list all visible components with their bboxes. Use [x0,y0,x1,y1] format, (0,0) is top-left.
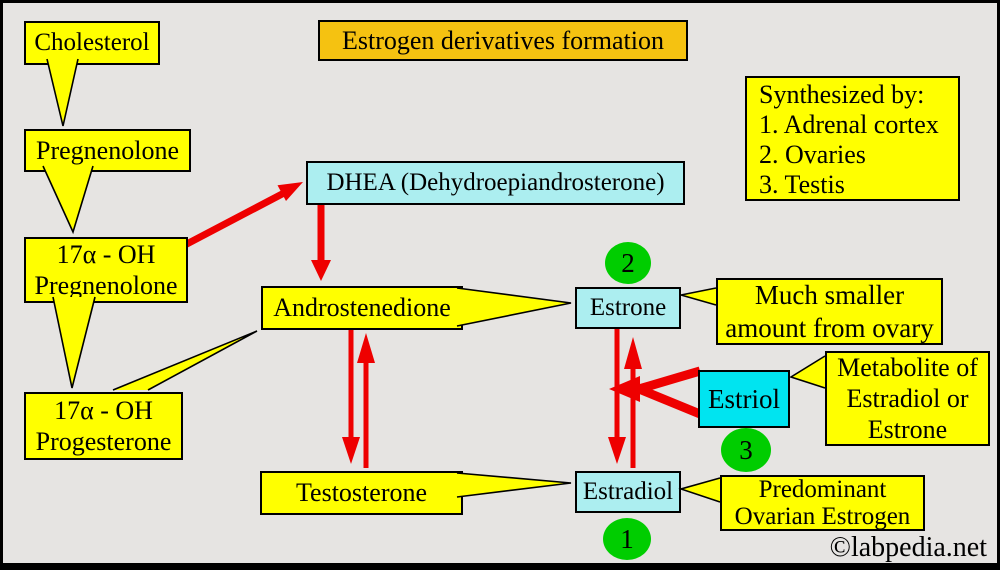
legend-item-testis: 3. Testis [759,170,845,199]
legend-item-ovaries: 2. Ovaries [759,140,866,169]
arrow-dhea-to-androstenedione [311,203,331,281]
wedge-androstenedione-to-estrone [456,287,572,327]
node-estriol: Estriol [698,370,790,428]
badge-estradiol-number: 1 [620,523,634,554]
badge-estradiol: 1 [603,518,651,560]
node-androstenedione: Androstenedione [261,286,463,330]
tail-pregnenolone-to-ohpregnenolone [42,165,94,235]
node-estradiol: Estradiol [575,471,681,513]
arrow-estrone-to-estradiol [608,327,626,464]
pointer-estradiol-note [678,477,721,503]
node-cholesterol: Cholesterol [24,21,160,65]
node-17a-oh-pregnenolone: 17α - OH Pregnenolone [24,237,188,303]
badge-estriol-number: 3 [739,434,753,465]
arrow-estriol-to-pathway [609,366,702,419]
node-dhea: DHEA (Dehydroepiandrosterone) [306,161,685,205]
legend-box: Synthesized by: 1. Adrenal cortex 2. Ova… [745,76,960,201]
legend-heading: Synthesized by: [759,80,925,109]
pointer-estrone-note [680,287,717,306]
legend-item-adrenal-cortex: 1. Adrenal cortex [759,110,939,139]
badge-estriol: 3 [721,428,771,472]
diagram-title: Estrogen derivatives formation [318,20,688,61]
arrow-estradiol-to-estrone [624,337,642,468]
node-pregnenolone: Pregnenolone [24,129,191,172]
arrow-androstenedione-to-testosterone [342,328,360,464]
note-estriol: Metabolite of Estradiol or Estrone [825,351,990,446]
note-estradiol: Predominant Ovarian Estrogen [720,475,925,531]
pointer-estriol-note [789,355,826,389]
wedge-ohprogesterone-to-androstenedione [112,330,258,391]
arrow-testosterone-to-androstenedione [357,333,375,468]
node-testosterone: Testosterone [260,471,463,515]
tail-ohpregnenolone-to-ohprogesterone [52,296,96,389]
node-17a-oh-progesterone: 17α - OH Progesterone [24,392,183,460]
badge-estrone: 2 [605,242,651,284]
node-estrone: Estrone [575,287,681,329]
badge-estrone-number: 2 [621,247,635,278]
watermark: ©labpedia.net [829,532,987,563]
tail-cholesterol-to-pregnenolone [46,58,79,127]
arrow-ohpregnenolone-to-dhea [181,182,303,250]
wedge-testosterone-to-estradiol [456,472,572,498]
note-estrone: Much smaller amount from ovary [716,278,943,345]
